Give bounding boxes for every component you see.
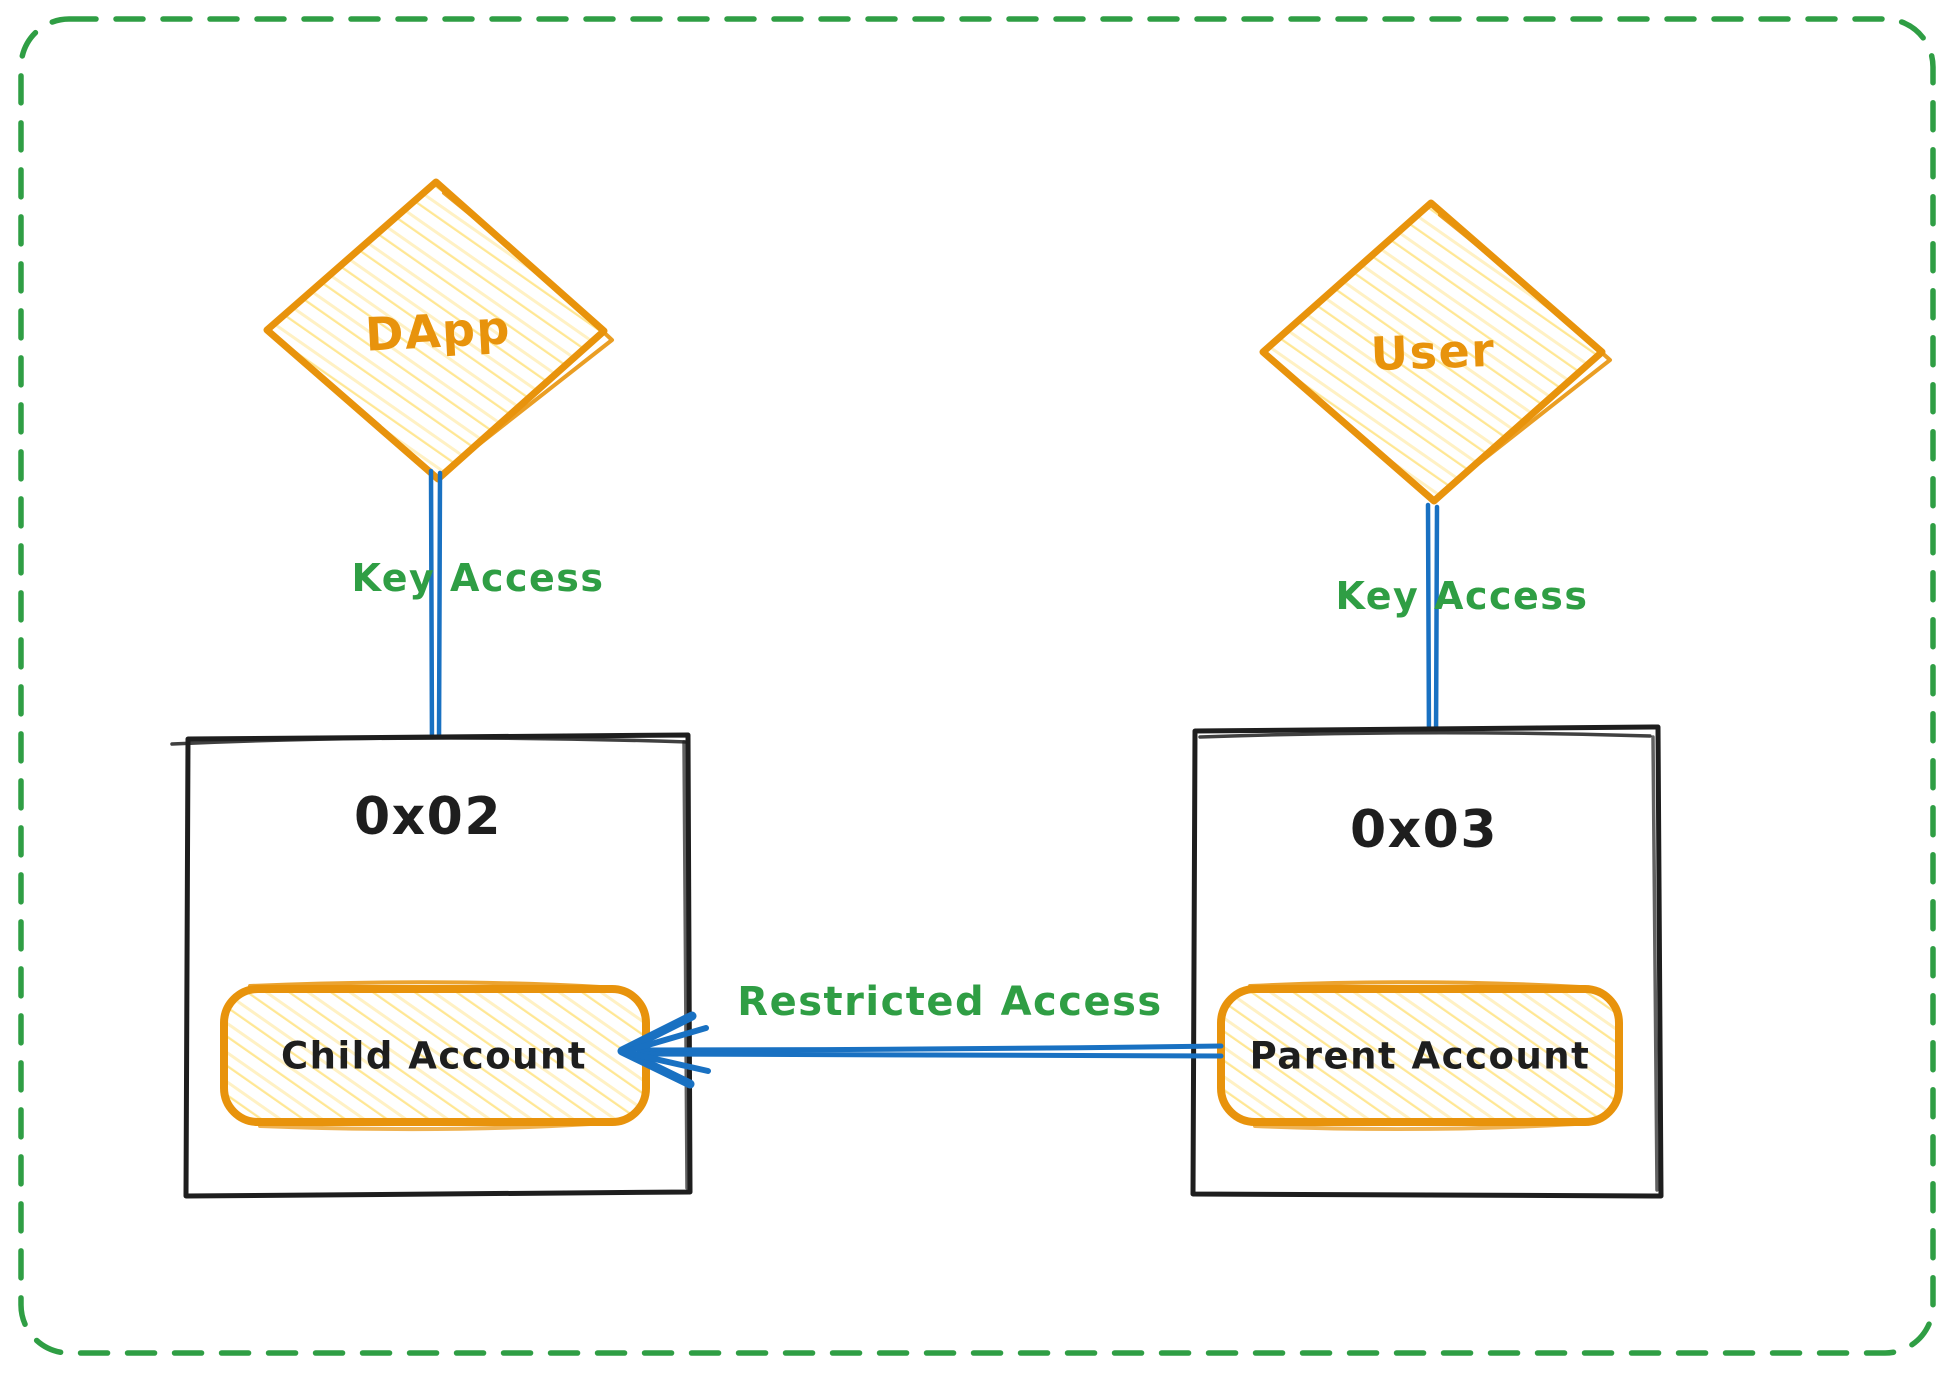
user-label: User: [1369, 322, 1497, 382]
key-access-left-connector: [428, 468, 443, 762]
parent-account-rect: [1217, 980, 1623, 1132]
restricted-access-label: Restricted Access: [737, 979, 1163, 1025]
dapp-label: DApp: [363, 300, 513, 362]
user-diamond: [1259, 199, 1612, 505]
child-account-label: Child Account: [280, 1034, 588, 1078]
canvas-dashed-border: [18, 16, 1936, 1356]
parent-account-label: Parent Account: [1249, 1034, 1591, 1078]
key-access-left-label: Key Access: [351, 556, 605, 600]
restricted-access-arrow: [617, 1011, 1224, 1089]
key-access-right-connector: [1425, 502, 1440, 749]
box-0x03-title: 0x03: [1349, 800, 1499, 860]
box-0x02-title: 0x02: [353, 787, 503, 847]
key-access-right-label: Key Access: [1335, 574, 1589, 618]
